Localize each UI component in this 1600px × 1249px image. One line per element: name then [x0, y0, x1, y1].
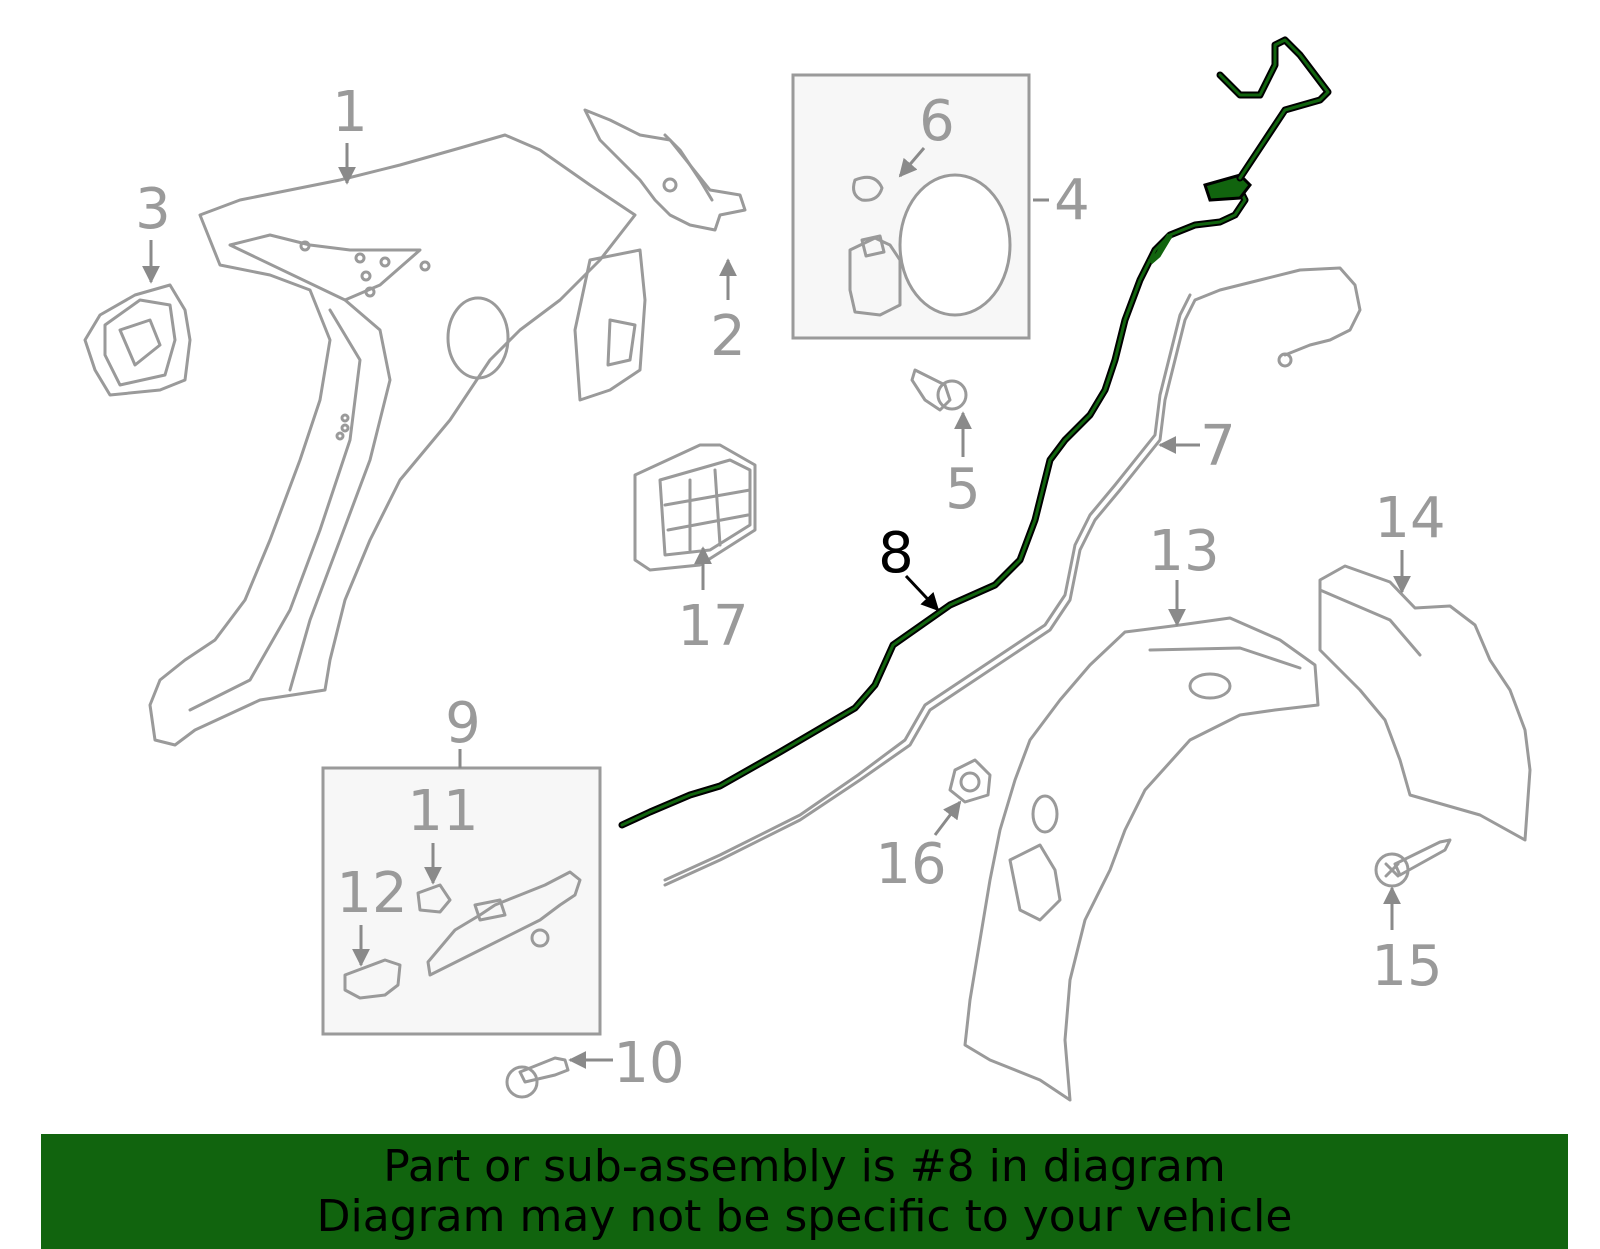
callout-8: 8: [878, 521, 914, 586]
callout-4: 4: [1054, 168, 1090, 233]
callout-1: 1: [332, 80, 368, 145]
callout-5: 5: [945, 457, 981, 522]
callout-11: 11: [407, 779, 478, 844]
nut-part-16: [948, 758, 992, 804]
banner-line-1: Part or sub-assembly is #8 in diagram: [383, 1141, 1226, 1192]
wheel-liner-part: [963, 616, 1320, 1102]
quarter-panel-part: [148, 133, 647, 747]
housing-part: [83, 283, 192, 397]
callout-6: 6: [919, 89, 955, 154]
callout-13: 13: [1148, 519, 1219, 584]
cable-part-8-highlighted: [618, 36, 1332, 829]
clip-block-part: [633, 443, 757, 572]
latch-kit-box: [321, 766, 602, 1036]
leader-lines: [142, 143, 1411, 1069]
callout-12: 12: [336, 861, 407, 926]
fuel-door-kit-box: [791, 73, 1031, 340]
callout-16: 16: [875, 832, 946, 897]
callout-9: 9: [445, 691, 481, 756]
callout-10: 10: [613, 1031, 684, 1096]
screw-part-15: [1374, 838, 1452, 888]
splash-shield-part: [1318, 564, 1532, 842]
info-banner: Part or sub-assembly is #8 in diagram Di…: [41, 1134, 1568, 1249]
banner-line-2: Diagram may not be specific to your vehi…: [316, 1191, 1293, 1242]
bracket-part: [583, 108, 747, 232]
bolt-part-5: [910, 368, 968, 412]
callout-3: 3: [135, 177, 171, 242]
bolt-part-10: [505, 1056, 570, 1099]
callout-17: 17: [677, 594, 748, 659]
callout-2: 2: [710, 304, 746, 369]
callout-15: 15: [1371, 934, 1442, 999]
callout-7: 7: [1200, 414, 1236, 479]
callout-14: 14: [1374, 486, 1445, 551]
